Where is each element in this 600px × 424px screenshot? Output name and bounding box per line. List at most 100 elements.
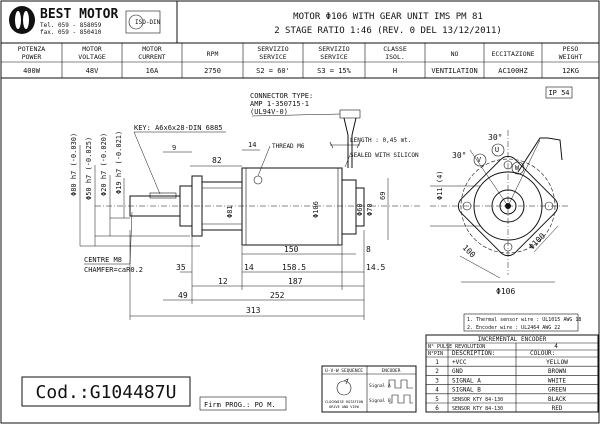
title-block: MOTOR Φ106 WITH GEAR UNIT IMS PM 81 2 ST… bbox=[176, 0, 600, 44]
length-annotation: LENGTH : 0,45 mt. bbox=[350, 137, 411, 144]
dim-d20: Φ20 h7 (-0.020) bbox=[100, 133, 108, 196]
dim-252: 252 bbox=[270, 291, 285, 300]
spec-header-4-line1: RPM bbox=[207, 50, 219, 58]
thread-annotation: THREAD M6 bbox=[272, 143, 305, 150]
horizontal-dims bbox=[129, 149, 365, 320]
motor-side-view bbox=[95, 109, 420, 246]
motor-body bbox=[241, 167, 343, 246]
encoder-row-desc: SIGNAL A bbox=[452, 377, 481, 384]
dim-30-a: 30° bbox=[452, 151, 466, 160]
spec-header-3-line1: MOTOR bbox=[142, 45, 162, 53]
end-cap bbox=[341, 179, 357, 235]
spec-value-2: 48V bbox=[86, 67, 99, 75]
cable-note-2: 2. Encoder wire : UL2464 AWG 22 bbox=[467, 325, 560, 331]
dim-d70: Φ70 bbox=[366, 203, 374, 216]
encoder-pulse-value: 4 bbox=[554, 343, 558, 350]
sequence-box: U-V-W SEQUENCE ENCODER CLOCKWISE ROTATIO… bbox=[321, 365, 417, 413]
end-boss bbox=[355, 187, 365, 227]
spec-header-6-line2: SERVICE bbox=[320, 53, 347, 61]
dim-313: 313 bbox=[246, 306, 261, 315]
connector-label-1: CONNECTOR TYPE: bbox=[250, 92, 313, 100]
cert-label: ISO-DIN bbox=[135, 19, 161, 26]
spec-header-10-line1: PESO bbox=[563, 45, 579, 53]
iso-din-badge: ISO-DIN bbox=[125, 10, 161, 34]
sequence-encoder-label: ENCODER bbox=[382, 368, 401, 374]
dim-9: 9 bbox=[172, 144, 176, 152]
product-code: Cod.:G104487U bbox=[36, 382, 177, 403]
phase-u-marker bbox=[491, 143, 505, 157]
title-line-2: 2 STAGE RATIO 1:46 (REV. 0 DEL 13/12/201… bbox=[274, 26, 502, 36]
encoder-title: INCREMENTAL ENCODER bbox=[478, 336, 547, 343]
spec-value-3: 16A bbox=[146, 67, 159, 75]
phase-w-marker bbox=[511, 161, 525, 175]
encoder-row-colour: WHITE bbox=[548, 377, 566, 384]
motor-end-view bbox=[430, 130, 570, 283]
connector-plug bbox=[339, 109, 361, 119]
phase-u: U bbox=[495, 146, 499, 154]
signal-b-waveform bbox=[389, 394, 413, 404]
connector-label-3: (UL94V-0) bbox=[250, 108, 288, 116]
encoder-row-desc: SENSOR KTY 84-130 bbox=[452, 397, 503, 403]
dim-69: 69 bbox=[379, 192, 387, 200]
rotation-icon bbox=[336, 380, 352, 396]
left-diameter-dims bbox=[79, 145, 200, 247]
encoder-col-pin: N°PIN bbox=[428, 351, 443, 357]
dim-158-5: 158.5 bbox=[282, 263, 306, 272]
spec-header-2-line1: MOTOR bbox=[82, 45, 102, 53]
brand-fax: fax. 059 - 850410 bbox=[40, 29, 102, 36]
spec-header-10-line2: WEIGHT bbox=[559, 53, 583, 61]
encoder-row-desc: GND bbox=[452, 368, 463, 375]
dim-49: 49 bbox=[178, 291, 188, 300]
brand-tel: Tel. 059 - 858059 bbox=[40, 22, 102, 29]
header-logo-block: BEST MOTOR Tel. 059 - 858059 fax. 059 - … bbox=[0, 0, 178, 44]
ip-rating: IP 54 bbox=[548, 89, 569, 97]
dim-d50: Φ50 h7 (-0.025) bbox=[85, 137, 93, 200]
cable-notes: 1. Thermal sensor wire : UL1015 AWG 18 2… bbox=[463, 313, 581, 332]
mount-hole bbox=[462, 201, 472, 211]
encoder-pulse-label: N° PULSE REVOLUTION bbox=[428, 344, 485, 350]
signature: Firm PROG.: PO M. bbox=[204, 401, 276, 409]
sequence-cw2: DRIVE AND VIEW bbox=[329, 405, 359, 409]
sequence-title: U-V-W SEQUENCE bbox=[325, 368, 363, 374]
dim-187: 187 bbox=[288, 277, 303, 286]
end-circle bbox=[473, 171, 543, 241]
dim-14b: 14 bbox=[244, 263, 254, 272]
encoder-row-pin: 2 bbox=[435, 368, 439, 375]
signature-box: Firm PROG.: PO M. bbox=[199, 396, 287, 411]
spec-header-7-line2: ISOL. bbox=[385, 53, 405, 61]
spec-header-8-line1: NO bbox=[451, 50, 459, 58]
signal-a-waveform bbox=[388, 379, 413, 389]
title-line-1: MOTOR Φ106 WITH GEAR UNIT IMS PM 81 bbox=[293, 12, 483, 22]
end-cable bbox=[517, 137, 548, 173]
sequence-signal-b: Signal B bbox=[369, 398, 391, 404]
encoder-row-colour: GREEN bbox=[548, 387, 566, 394]
dim-d81: Φ81 bbox=[226, 205, 234, 218]
encoder-row-colour: BLACK bbox=[548, 396, 566, 403]
dim-d106-end: Φ106 bbox=[496, 287, 515, 296]
spec-value-7: H bbox=[393, 67, 397, 75]
encoder-table: INCREMENTAL ENCODER N° PULSE REVOLUTION … bbox=[425, 334, 599, 413]
encoder-row-pin: 3 bbox=[435, 377, 439, 384]
dim-12: 12 bbox=[218, 277, 228, 286]
shaft-key bbox=[149, 192, 177, 199]
spec-header-6-line1: SERVIZIO bbox=[318, 45, 349, 53]
spec-header-1-line2: POWER bbox=[22, 53, 42, 61]
spec-value-10: 12KG bbox=[562, 67, 579, 75]
spec-header-3-line2: CURRENT bbox=[138, 53, 165, 61]
phase-w: W bbox=[515, 164, 520, 172]
spec-header-9-line1: ECCITAZIONE bbox=[491, 50, 534, 58]
sequence-cw: CLOCKWISE ROTATION bbox=[325, 400, 363, 404]
encoder-row-pin: 4 bbox=[435, 387, 439, 394]
encoder-row-colour: BROWN bbox=[548, 368, 566, 375]
spec-value-1: 400W bbox=[23, 67, 41, 75]
spec-value-6: S3 = 15% bbox=[317, 67, 352, 75]
sealed-annotation: SEALED WITH SILICON bbox=[350, 152, 419, 159]
dim-d11: Φ11 (4) bbox=[436, 170, 444, 200]
bolt-circle bbox=[460, 158, 556, 254]
encoder-col-desc: DESCRIPTION: bbox=[452, 350, 495, 357]
code-box: Cod.:G104487U bbox=[21, 376, 191, 407]
encoder-row-pin: 6 bbox=[435, 405, 439, 412]
spec-header-5-line1: SERVIZIO bbox=[257, 45, 288, 53]
